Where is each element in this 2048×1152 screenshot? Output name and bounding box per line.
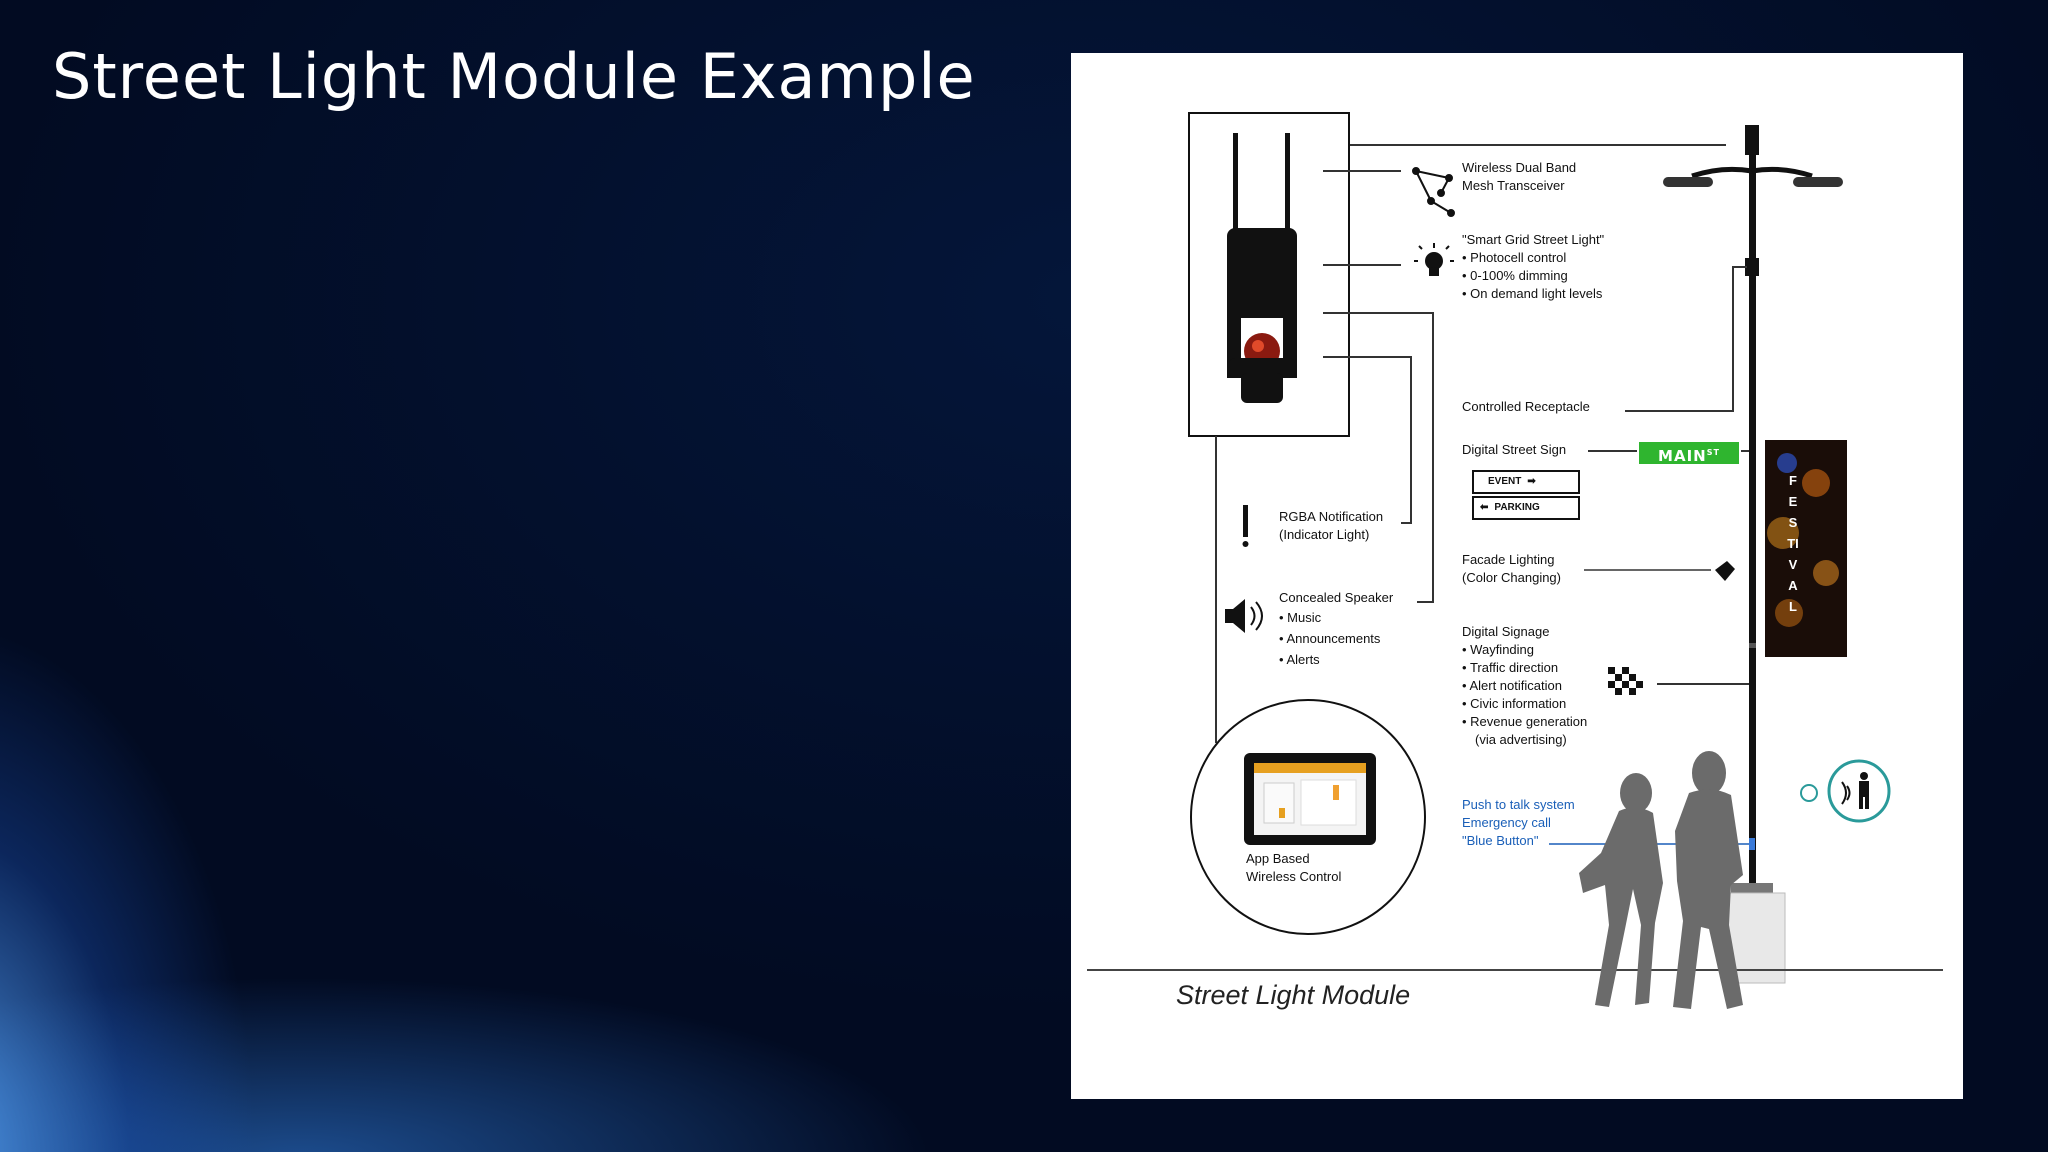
signage-item: Traffic direction [1462, 659, 1587, 677]
arrow-left-icon: ⬅ [1480, 502, 1489, 513]
smart-grid-item: On demand light levels [1462, 285, 1604, 303]
wireless-transceiver-label: Wireless Dual Band Mesh Transceiver [1462, 160, 1577, 193]
light-bulb-icon [1414, 243, 1454, 276]
signage-item: Wayfinding [1462, 641, 1587, 659]
module-body [1227, 228, 1297, 318]
mesh-network-icon [1412, 167, 1455, 217]
street-light-diagram: Wireless Dual Band Mesh Transceiver "Sma… [1071, 53, 1963, 1099]
signage-pixel-icon [1608, 667, 1643, 695]
signage-item: Civic information [1462, 695, 1587, 713]
parking-sign: ⬅ PARKING [1472, 496, 1580, 520]
speaker-title: Concealed Speaker [1279, 590, 1394, 605]
slide-title: Street Light Module Example [52, 40, 976, 113]
antenna-right [1285, 133, 1290, 233]
event-sign-text: EVENT [1488, 476, 1522, 487]
speaker-label: Concealed Speaker Music Announcements Al… [1279, 589, 1393, 670]
main-sign-text: MAIN [1658, 447, 1707, 465]
facade-light-icon [1715, 561, 1735, 581]
signage-note: (via advertising) [1475, 732, 1567, 747]
diagram-drawing [1087, 112, 1943, 1009]
rgba-notification-label: RGBA Notification (Indicator Light) [1279, 509, 1384, 542]
smart-grid-label: "Smart Grid Street Light" Photocell cont… [1462, 231, 1604, 303]
signage-title: Digital Signage [1462, 624, 1550, 639]
smart-grid-title: "Smart Grid Street Light" [1462, 232, 1605, 247]
receptacle-label: Controlled Receptacle [1462, 399, 1590, 414]
speaker-item: Music [1279, 607, 1393, 628]
facade-lighting-label: Facade Lighting (Color Changing) [1462, 552, 1561, 585]
pedestrians-silhouette [1579, 751, 1743, 1009]
speaker-icon [1225, 599, 1263, 633]
speaker-item: Announcements [1279, 628, 1393, 649]
smart-grid-item: Photocell control [1462, 249, 1604, 267]
antenna-left [1233, 133, 1238, 233]
parking-sign-text: PARKING [1494, 502, 1540, 513]
module-box [1188, 112, 1350, 437]
lamp-head-right [1793, 177, 1843, 187]
event-sign: EVENT ➡ [1472, 470, 1580, 494]
exclamation-icon [1242, 505, 1249, 547]
signage-item: Alert notification [1462, 677, 1587, 695]
tablet-icon [1244, 753, 1376, 845]
festival-banner [1765, 440, 1847, 657]
light-pole [1749, 148, 1756, 968]
arrow-right-icon: ➡ [1527, 476, 1536, 487]
push-to-talk-label: Push to talk system Emergency call "Blue… [1462, 797, 1575, 848]
blue-button [1749, 838, 1755, 850]
main-sign-suffix: ST [1706, 448, 1720, 457]
festival-banner-text: FESTIVAL [1787, 473, 1799, 614]
app-control-label: App Based Wireless Control [1246, 851, 1342, 884]
speaker-item: Alerts [1279, 649, 1393, 670]
street-sign-label: Digital Street Sign [1462, 442, 1567, 457]
diagram-caption: Street Light Module [1176, 980, 1411, 1010]
lamp-head-left [1663, 177, 1713, 187]
signage-item: Revenue generation [1462, 713, 1587, 731]
digital-signage-label: Digital Signage Wayfinding Traffic direc… [1462, 623, 1587, 749]
smart-grid-item: 0-100% dimming [1462, 267, 1604, 285]
main-street-sign: MAINST [1639, 442, 1739, 465]
